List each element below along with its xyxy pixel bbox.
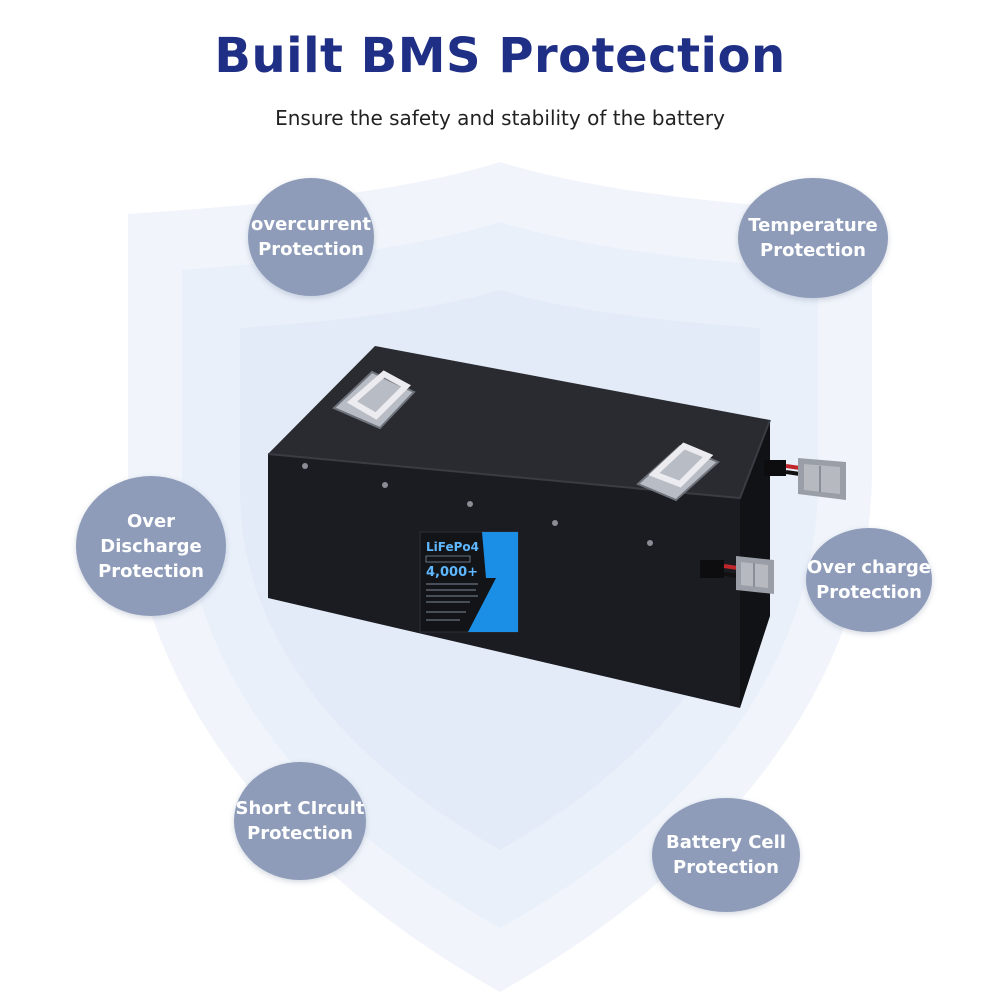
bubble-line-1: Over charge (807, 557, 931, 578)
page-title: Built BMS Protection (214, 28, 786, 84)
bubble-line-2: Protection (673, 857, 779, 878)
battery-label-cycles: 4,000+ (426, 565, 478, 580)
bubble-line-2: Protection (98, 560, 204, 582)
bubble-line-2: Protection (760, 240, 866, 261)
battery-screws (302, 463, 653, 546)
bubble-line-2: Protection (816, 582, 922, 603)
battery-handle-right (636, 442, 720, 502)
bubble-line-2: Protection (247, 823, 353, 844)
battery-connector-top (764, 458, 846, 500)
battery-label: LiFePo4 4,000+ (419, 531, 519, 633)
bubble-line-1: Short CIrcult (235, 798, 365, 819)
battery-connector-bottom (700, 556, 774, 594)
bubble-line-2: Protection (258, 239, 364, 260)
bubble-line-1: Over Discharge (100, 510, 202, 557)
page-subtitle: Ensure the safety and stability of the b… (275, 106, 725, 130)
bubble-line-1: overcurrent (250, 214, 372, 235)
bubble-line-1: Battery Cell (666, 832, 786, 853)
bubble-line-1: Temperature (748, 215, 878, 236)
battery-handle-left (332, 370, 416, 430)
battery-label-chemistry: LiFePo4 (426, 540, 479, 554)
